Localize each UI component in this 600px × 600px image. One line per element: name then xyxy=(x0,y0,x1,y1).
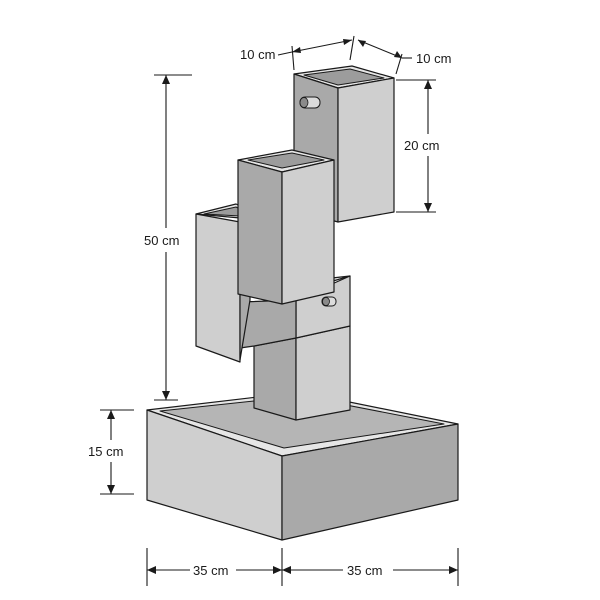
dimension-top-width: 10 cm 10 cm xyxy=(240,35,451,75)
base-height-arrow-bottom xyxy=(107,485,115,494)
middle-column-front-face xyxy=(281,159,335,305)
lower-column-front-face xyxy=(295,325,351,421)
base-width-right-label: 35 cm xyxy=(347,563,382,578)
top-left-extension xyxy=(291,45,295,71)
upper-spout xyxy=(299,96,321,109)
dimension-base-width: 35 cm 35 cm xyxy=(146,548,459,586)
top-right-arrow-b xyxy=(394,51,402,58)
base-width-right-arrow-b xyxy=(449,566,458,574)
top-width-left-label: 10 cm xyxy=(240,47,275,62)
lower-column-left-face xyxy=(253,337,297,421)
basin-water xyxy=(159,395,445,449)
total-height-label: 50 cm xyxy=(144,233,179,248)
middle-column-opening xyxy=(247,152,325,169)
base-width-left-label: 35 cm xyxy=(193,563,228,578)
lower-spout-hole xyxy=(322,297,330,306)
middle-column xyxy=(237,149,335,305)
dimension-column-height: 20 cm xyxy=(396,79,439,213)
left-box-front-face xyxy=(195,213,241,363)
top-width-right-label: 10 cm xyxy=(416,51,451,66)
top-column-opening xyxy=(303,68,385,86)
column-height-arrow-top xyxy=(424,80,432,89)
base-width-right-arrow-a xyxy=(282,566,291,574)
upper-spout-hole xyxy=(299,97,309,108)
total-height-arrow-top xyxy=(162,75,170,84)
base-basin xyxy=(146,391,459,541)
basin-side-face xyxy=(281,423,459,541)
middle-column-left-face xyxy=(237,159,283,305)
total-height-arrow-bottom xyxy=(162,391,170,400)
base-width-left-arrow-b xyxy=(273,566,282,574)
top-left-arrow-a xyxy=(292,47,301,53)
top-left-arrow-b xyxy=(343,39,352,45)
top-column xyxy=(293,65,395,223)
dimension-total-height: 50 cm xyxy=(144,74,192,401)
top-left-dim-line xyxy=(291,39,353,53)
top-column-front-face xyxy=(337,77,395,223)
top-right-arrow-a xyxy=(358,40,366,47)
base-height-arrow-top xyxy=(107,410,115,419)
base-width-left-arrow-a xyxy=(147,566,156,574)
top-mid-extension xyxy=(349,35,355,61)
left-box xyxy=(195,203,251,363)
column-height-label: 20 cm xyxy=(404,138,439,153)
dimension-base-height: 15 cm xyxy=(88,409,134,495)
top-left-leader xyxy=(277,51,293,56)
lower-spout xyxy=(321,296,337,307)
top-right-dim-line xyxy=(357,39,403,59)
base-height-label: 15 cm xyxy=(88,444,123,459)
column-height-arrow-bottom xyxy=(424,203,432,212)
